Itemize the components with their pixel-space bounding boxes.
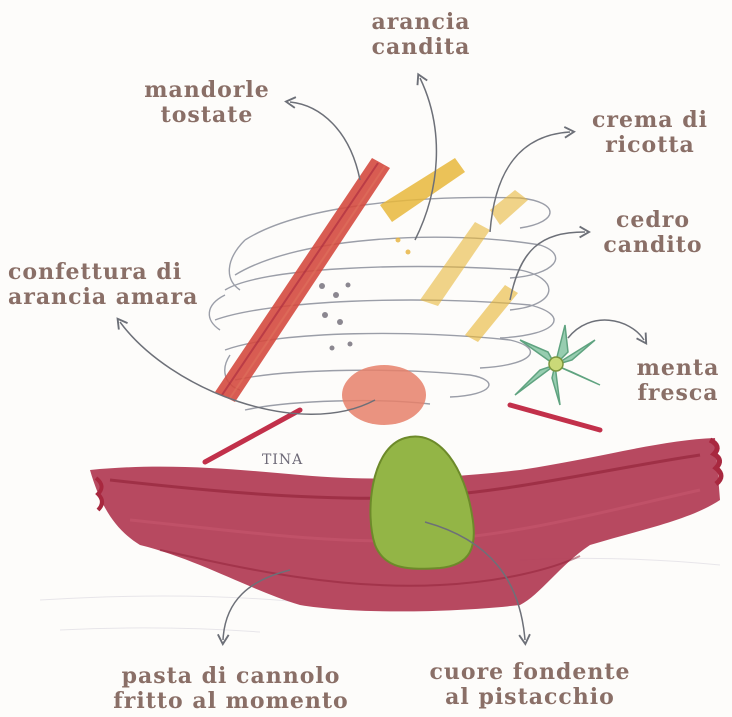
almond-stick: [215, 158, 390, 402]
artist-signature: TINA: [262, 452, 303, 468]
pistachio-heart: [370, 437, 473, 569]
arrow-menta-fresca: [568, 320, 644, 340]
arrow-mandorle-tostate: [290, 102, 360, 180]
orange-jam: [342, 365, 426, 425]
mint-sprig: [515, 325, 600, 405]
arrow-arancia-candita: [415, 78, 436, 240]
candied-orange: [380, 158, 528, 342]
